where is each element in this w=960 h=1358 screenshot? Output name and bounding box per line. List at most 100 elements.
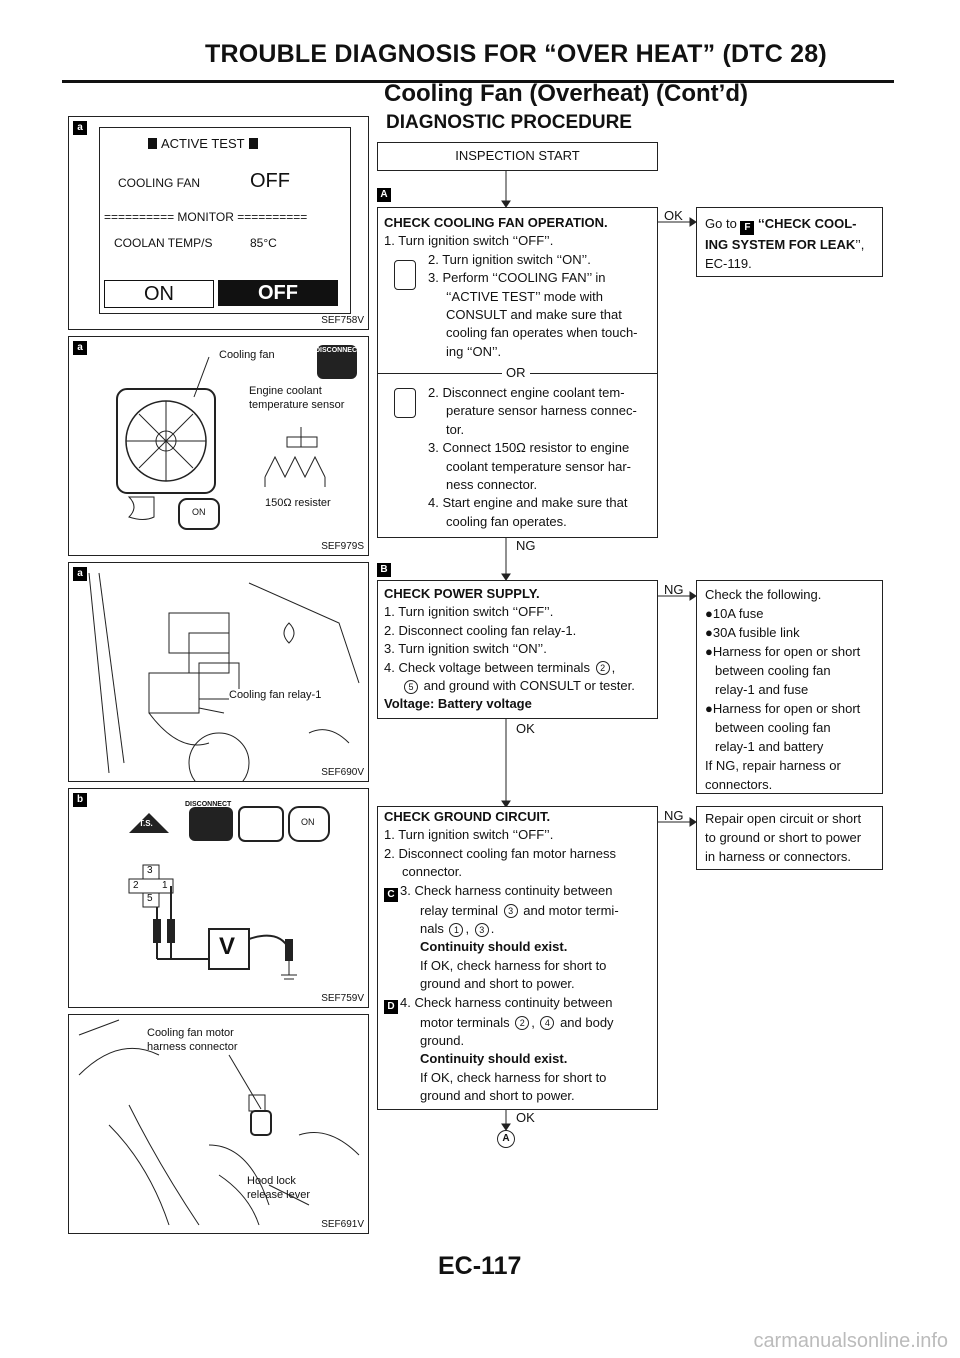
terminal-3: 3 bbox=[147, 865, 153, 876]
ts-icon: T.S. bbox=[139, 819, 153, 828]
step-line: 2. Disconnect cooling fan motor harness bbox=[384, 845, 616, 861]
ng-label: NG bbox=[664, 582, 684, 597]
result-line: to ground or short to power bbox=[705, 830, 862, 845]
terminal-badge: 3 bbox=[503, 904, 518, 919]
terminal-badge: 2 bbox=[515, 1016, 530, 1031]
terminal-2: 2 bbox=[133, 880, 139, 891]
header-title: TROUBLE DIAGNOSIS FOR “OVER HEAT” (DTC 2… bbox=[205, 40, 827, 68]
terminal-badge: 2 bbox=[595, 661, 610, 676]
step-line: motor terminals 2, 4 and body bbox=[420, 1014, 614, 1031]
result-line: relay-1 and battery bbox=[715, 739, 824, 754]
step-line: 2. Disconnect engine coolant tem- bbox=[428, 385, 625, 400]
header-subtitle: Cooling Fan (Overheat) (Cont’d) bbox=[384, 80, 748, 107]
label-sensor-1: Engine coolant bbox=[249, 385, 322, 397]
result-bullet: ●30A fusible link bbox=[705, 625, 800, 640]
goto-a-connector[interactable]: A bbox=[497, 1130, 515, 1148]
step-title: CHECK POWER SUPPLY. bbox=[384, 586, 540, 601]
result-check-cooling-system: Go to F ‘‘CHECK COOL- ING SYSTEM FOR LEA… bbox=[696, 207, 883, 277]
step-line: CONSULT and make sure that bbox=[446, 307, 622, 323]
step-line: Continuity should exist. bbox=[420, 939, 568, 955]
figure-caption: SEF758V bbox=[321, 315, 364, 326]
step-line: nals 1, 3. bbox=[420, 921, 495, 937]
step-line: 3. Perform ‘‘COOLING FAN’’ in bbox=[428, 270, 606, 286]
step-line: ing ‘‘ON’’. bbox=[446, 343, 502, 359]
step-check-power-supply: CHECK POWER SUPPLY. 1. Turn ignition swi… bbox=[377, 580, 658, 719]
result-check-following: Check the following. ●10A fuse ●30A fusi… bbox=[696, 580, 883, 794]
monitor-label: ========== MONITOR ========== bbox=[104, 210, 308, 224]
step-line: ‘‘ACTIVE TEST’’ mode with bbox=[446, 288, 604, 304]
step-line: ground. bbox=[420, 1033, 465, 1049]
header-rule bbox=[62, 80, 894, 83]
sensor-label: COOLAN TEMP/S bbox=[114, 236, 213, 250]
result-head: Check the following. bbox=[705, 587, 822, 602]
result-link-2[interactable]: ING SYSTEM FOR LEAK bbox=[705, 237, 856, 252]
consult-screen: ACTIVE TEST COOLING FAN OFF ========== M… bbox=[99, 127, 351, 314]
step-line: relay terminal 3 and motor termi- bbox=[420, 902, 619, 919]
terminal-badge: 5 bbox=[404, 679, 418, 694]
step-check-cooling-fan: CHECK COOLING FAN OPERATION. 1. Turn ign… bbox=[377, 207, 658, 538]
circuit-drawing bbox=[128, 806, 330, 980]
result-bullet: ●10A fuse bbox=[705, 606, 764, 621]
label-relay: Cooling fan relay-1 bbox=[229, 689, 322, 701]
step-line: cooling fan operates. bbox=[446, 513, 567, 529]
temp-value: 85°C bbox=[250, 236, 277, 250]
label-hood-2: release lever bbox=[247, 1189, 310, 1201]
result-suffix: ’’, bbox=[855, 237, 865, 252]
ng-label: NG bbox=[664, 808, 684, 823]
or-label: OR bbox=[502, 365, 530, 380]
result-line: between cooling fan bbox=[715, 663, 831, 678]
label-hood-1: Hood lock bbox=[247, 1175, 296, 1187]
result-link[interactable]: ‘‘CHECK COOL- bbox=[758, 216, 857, 231]
step-line: If OK, check harness for short to bbox=[420, 1069, 607, 1085]
on-label: ON bbox=[192, 507, 206, 517]
result-line: relay-1 and fuse bbox=[715, 682, 809, 697]
ok-label: OK bbox=[516, 721, 535, 736]
result-bullet: ●Harness for open or short bbox=[705, 644, 861, 659]
consult-icon bbox=[394, 260, 416, 290]
terminal-1: 1 bbox=[162, 880, 168, 891]
ok-label: OK bbox=[516, 1110, 535, 1125]
step-line: perature sensor harness connec- bbox=[446, 403, 637, 419]
result-repair-circuit: Repair open circuit or short to ground o… bbox=[696, 806, 883, 870]
step-check-ground-circuit: CHECK GROUND CIRCUIT. 1. Turn ignition s… bbox=[377, 806, 658, 1110]
voltmeter-icon: V bbox=[219, 933, 236, 960]
step-line: 3. Turn ignition switch ‘‘ON’’. bbox=[384, 641, 547, 657]
step-line: Continuity should exist. bbox=[420, 1051, 568, 1067]
ok-label: OK bbox=[664, 208, 683, 223]
marker-icon: b bbox=[73, 793, 87, 807]
marker-icon: a bbox=[73, 341, 87, 355]
result-line: between cooling fan bbox=[715, 720, 831, 735]
result-page[interactable]: EC-119. bbox=[705, 256, 752, 271]
fan-state: OFF bbox=[250, 170, 290, 192]
inspection-start-box: INSPECTION START bbox=[377, 142, 658, 171]
figure-ground-circuit: b DISCONNECT T.S. ON 3 2 1 5 V SEF759V bbox=[68, 788, 369, 1008]
result-bullet: ●Harness for open or short bbox=[705, 701, 861, 716]
figure-cooling-fan-resistor: a Cooling fan DISCONNECT Engine coolant … bbox=[68, 336, 369, 556]
figure-caption: SEF691V bbox=[321, 1219, 364, 1230]
on-button[interactable]: ON bbox=[104, 280, 214, 308]
figure-cooling-fan-relay: a Cooling fan relay-1 SEF690V bbox=[68, 562, 369, 782]
tester-icon bbox=[394, 388, 416, 418]
step-line: 1. Turn ignition switch ‘‘OFF’’. bbox=[384, 827, 554, 843]
harness-drawing bbox=[78, 1019, 360, 1226]
page-number: EC-117 bbox=[438, 1252, 522, 1280]
step-line: If OK, check harness for short to bbox=[420, 957, 607, 973]
section-title: DIAGNOSTIC PROCEDURE bbox=[386, 112, 632, 133]
step-line: cooling fan operates when touch- bbox=[446, 325, 638, 341]
step-line: ness connector. bbox=[446, 477, 538, 493]
step-line: 4. Start engine and make sure that bbox=[428, 495, 628, 511]
step-line: Voltage: Battery voltage bbox=[384, 696, 532, 712]
result-line: connectors. bbox=[705, 777, 773, 792]
terminal-badge: 4 bbox=[540, 1016, 555, 1031]
step-line: connector. bbox=[402, 864, 462, 880]
label-sensor-2: temperature sensor bbox=[249, 399, 345, 411]
disconnect-badge: DISCONNECT bbox=[315, 347, 362, 354]
ng-label: NG bbox=[516, 538, 536, 553]
step-line: 3. Connect 150Ω resistor to engine bbox=[428, 440, 630, 456]
figure-consult-active-test: a ACTIVE TEST COOLING FAN OFF ==========… bbox=[68, 116, 369, 330]
label-resistor: 150Ω resister bbox=[265, 497, 331, 509]
off-button[interactable]: OFF bbox=[218, 280, 338, 306]
inspection-start-label: INSPECTION START bbox=[455, 148, 580, 163]
step-line: ground and short to power. bbox=[420, 976, 575, 992]
